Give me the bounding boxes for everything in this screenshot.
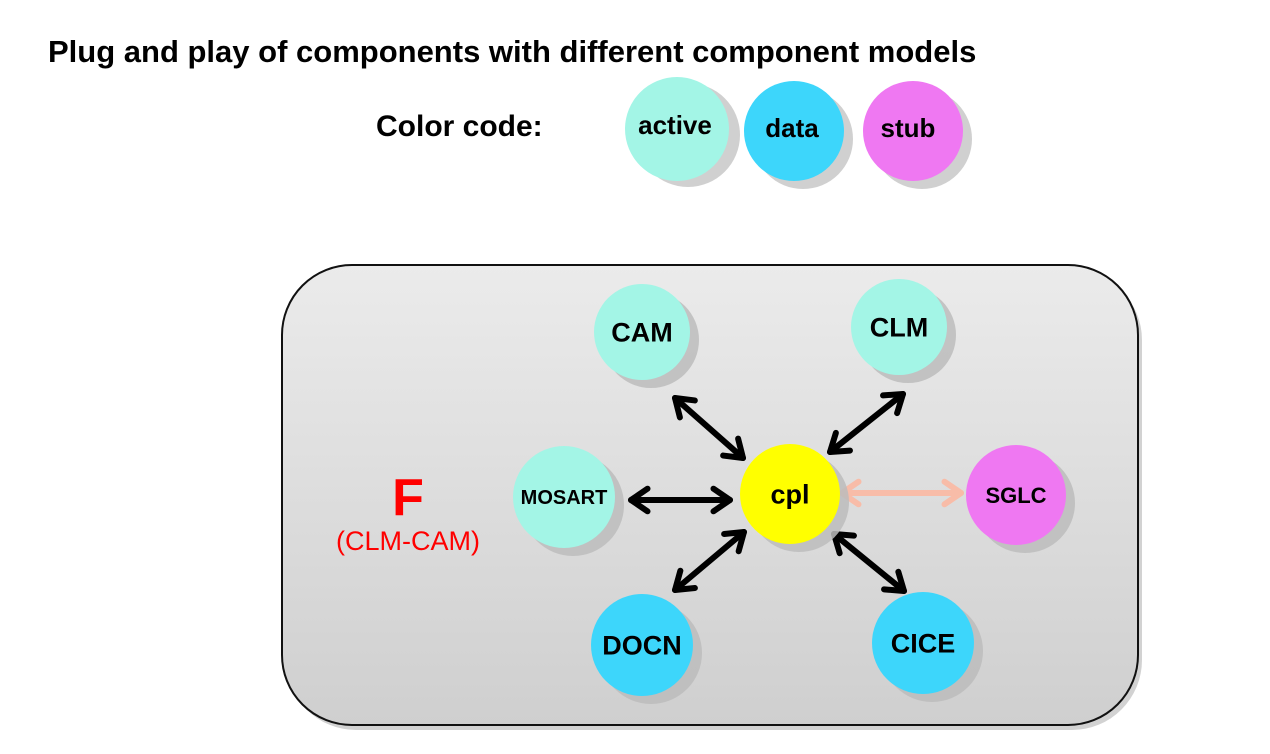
node-circle-sglc	[966, 445, 1066, 545]
node-label-docn: DOCN	[602, 631, 682, 661]
node-cice: CICE	[872, 592, 983, 702]
node-sglc: SGLC	[966, 445, 1075, 553]
node-label-cpl: cpl	[770, 480, 809, 510]
legend-item-stub: stub	[863, 81, 972, 189]
page-title: Plug and play of components with differe…	[48, 34, 977, 69]
node-circle-cice	[872, 592, 974, 694]
node-circle-clm	[851, 279, 947, 375]
legend-item-data: data	[744, 81, 853, 189]
node-circle-cam	[594, 284, 690, 380]
legend-label-data: data	[765, 113, 819, 143]
legend-items: active data stub	[625, 77, 972, 189]
node-label-cice: CICE	[891, 629, 956, 659]
legend-label-stub: stub	[881, 113, 936, 143]
node-clm: CLM	[851, 279, 956, 383]
node-circle-cpl	[740, 444, 840, 544]
legend-label-active: active	[638, 110, 712, 140]
config-letter: F	[392, 469, 424, 527]
legend-swatch-active	[625, 77, 729, 181]
node-circle-docn	[591, 594, 693, 696]
arrow-cpl-docn	[672, 529, 747, 593]
arrow-cpl-mosart	[628, 485, 733, 515]
legend-item-active: active	[625, 77, 740, 187]
legend-label: Color code:	[376, 110, 543, 143]
component-nodes: CAM CLM MOSART cpl SGLC DOCN CICE	[513, 279, 1075, 704]
node-cam: CAM	[594, 284, 699, 388]
config-subtitle: (CLM-CAM)	[336, 526, 480, 556]
arrow-cpl-clm	[827, 391, 906, 455]
legend-swatch-data	[744, 81, 844, 181]
node-cpl: cpl	[740, 444, 849, 552]
node-mosart: MOSART	[513, 446, 624, 556]
legend-swatch-stub	[863, 81, 963, 181]
node-docn: DOCN	[591, 594, 702, 704]
config-label: F (CLM-CAM)	[320, 470, 496, 556]
node-label-sglc: SGLC	[985, 483, 1046, 508]
node-label-cam: CAM	[611, 318, 673, 348]
node-label-mosart: MOSART	[521, 487, 608, 509]
connection-arrows	[628, 391, 964, 594]
arrow-cpl-cam	[672, 395, 746, 461]
node-circle-mosart	[513, 446, 615, 548]
node-label-clm: CLM	[870, 313, 928, 343]
